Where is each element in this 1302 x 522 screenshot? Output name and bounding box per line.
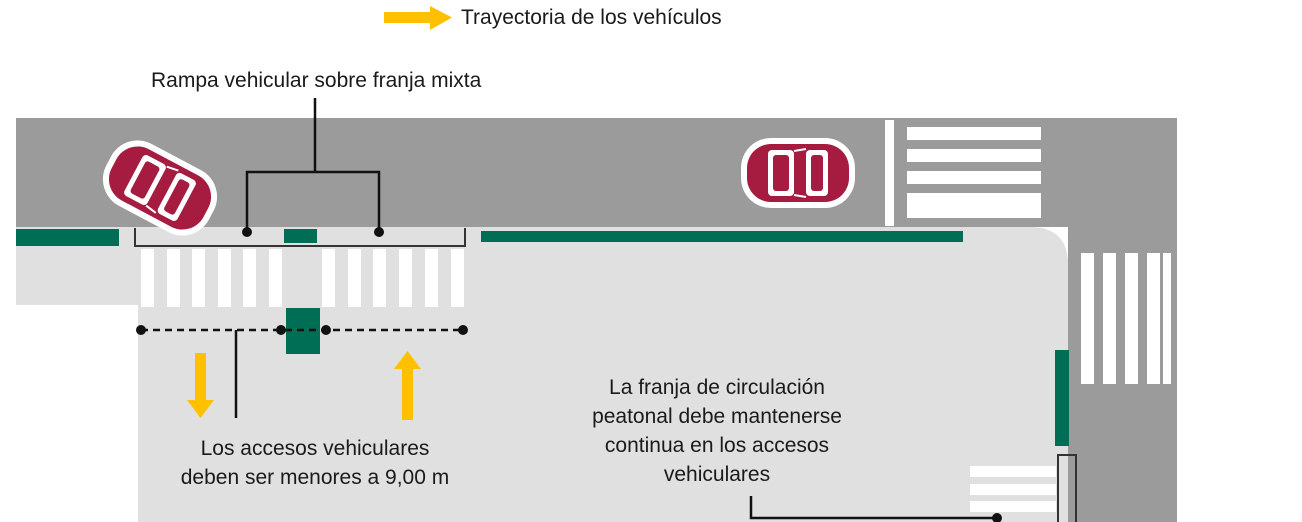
green-strip-vertical xyxy=(1055,350,1069,446)
pedestrian-label-line-4: vehiculares xyxy=(663,463,771,486)
yellow-arrow-down-icon xyxy=(187,353,214,418)
ramp-label: Rampa vehicular sobre franja mixta xyxy=(151,69,482,92)
curb-corner-bottom xyxy=(1057,454,1077,522)
ramp-bracket xyxy=(134,228,466,247)
street-crosswalk-bottom xyxy=(970,466,1056,512)
access-label-line-1: Los accesos vehiculares xyxy=(200,437,430,460)
legend-label: Trayectoria de los vehículos xyxy=(461,6,722,29)
green-strip-long xyxy=(481,231,963,242)
car-icon xyxy=(741,138,855,208)
access-width-label: Los accesos vehiculares deben ser menore… xyxy=(150,434,480,492)
yellow-arrow-up-icon xyxy=(394,351,421,420)
green-strip-center-small xyxy=(284,229,317,243)
green-strip-left xyxy=(16,229,119,246)
street-crosswalk-right xyxy=(1081,253,1171,384)
access-label-line-2: deben ser menores a 9,00 m xyxy=(180,466,450,489)
pedestrian-leader-line xyxy=(749,496,1002,522)
pedestrian-label-line-1: La franja de circulación xyxy=(609,376,825,399)
pedestrian-strip-label: La franja de circulación peatonal debe m… xyxy=(558,373,876,489)
car-icon xyxy=(102,140,218,236)
driveway-crosswalk-right xyxy=(322,249,464,307)
ramp-leader-dot xyxy=(374,227,384,237)
yellow-arrow-right-icon xyxy=(384,6,452,30)
driveway-crosswalk-left xyxy=(141,249,282,307)
pedestrian-label-line-3: continua en los accesos xyxy=(604,434,830,457)
access-width-dimension xyxy=(136,325,468,418)
ramp-leader-dot xyxy=(242,227,252,237)
pedestrian-label-line-2: peatonal debe mantenerse xyxy=(592,405,842,428)
ramp-leader-line xyxy=(245,98,381,232)
street-crosswalk-top xyxy=(885,120,1041,226)
